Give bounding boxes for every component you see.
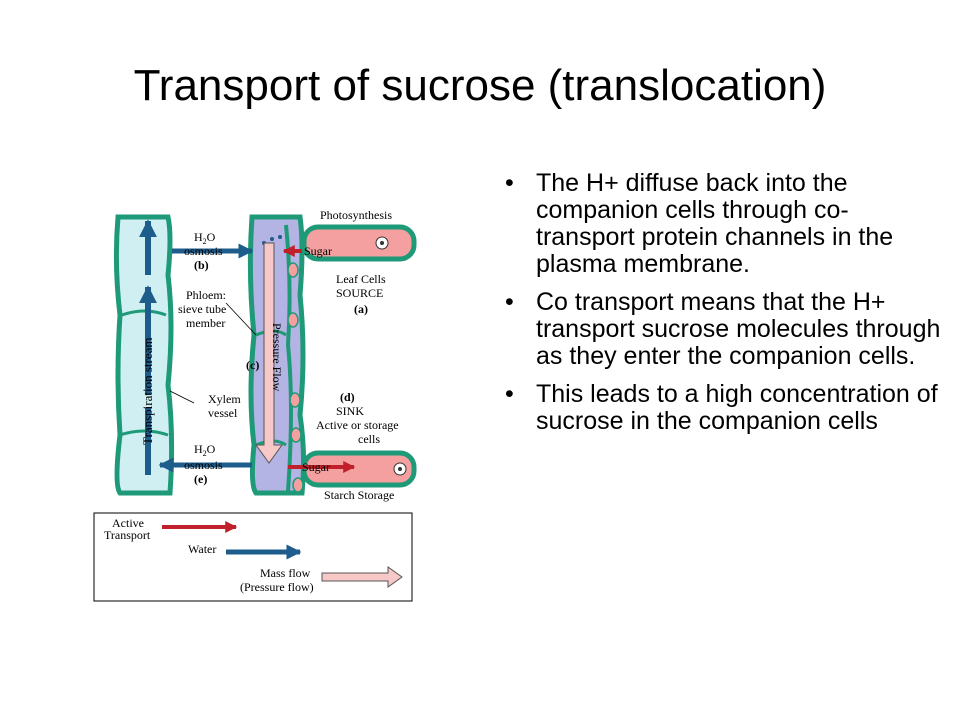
legend-box xyxy=(93,512,413,602)
vessel-label: vessel xyxy=(208,406,238,420)
legend-mass-label-1: Mass flow xyxy=(260,566,311,580)
e-label: (e) xyxy=(194,472,207,486)
bullet-item: •The H+ diffuse back into the companion … xyxy=(505,169,894,278)
member-label: member xyxy=(186,316,225,330)
bullet-icon: • xyxy=(505,169,514,197)
sieve-tube-label: sieve tube xyxy=(178,302,226,316)
leaf-cell-source xyxy=(301,224,417,262)
source-label: SOURCE xyxy=(336,286,383,300)
h2o-bottom-label: H2O xyxy=(194,442,216,458)
bullet-list: •The H+ diffuse back into the companion … xyxy=(505,170,945,446)
active-storage-label: Active or storage xyxy=(316,418,399,432)
sink-label: SINK xyxy=(336,404,364,418)
bullet-item: •This leads to a high concentration of s… xyxy=(505,380,938,435)
osmosis-top-label: osmosis xyxy=(184,244,223,258)
bullet-item: •Co transport means that the H+ transpor… xyxy=(505,288,941,370)
h2o-top-label: H2O xyxy=(194,230,216,246)
cells-label: cells xyxy=(358,432,380,446)
b-label: (b) xyxy=(194,258,209,272)
legend-active-label-1: Active xyxy=(112,516,144,530)
sugar-top-label: Sugar xyxy=(304,244,332,258)
sugar-bottom-label: Sugar xyxy=(302,460,330,474)
legend-active-label-2: Transport xyxy=(104,528,151,542)
bullet-icon: • xyxy=(505,288,514,316)
c-label: (c) xyxy=(246,358,259,372)
xylem-label: Xylem xyxy=(208,392,241,406)
phloem-label: Phloem: xyxy=(186,288,226,302)
translocation-diagram: Transpiration stream Pressure Flow Photo… xyxy=(90,195,420,605)
legend-water-label: Water xyxy=(188,542,216,556)
d-label: (d) xyxy=(340,390,355,404)
photosynthesis-label: Photosynthesis xyxy=(320,208,392,222)
bullet-icon: • xyxy=(505,380,514,408)
slide-title: Transport of sucrose (translocation) xyxy=(133,61,827,110)
xylem-vessel xyxy=(113,214,175,496)
osmosis-bottom-label: osmosis xyxy=(184,458,223,472)
a-label: (a) xyxy=(354,302,368,316)
legend-mass-label-2: (Pressure flow) xyxy=(240,580,314,594)
leaf-cells-label: Leaf Cells xyxy=(336,272,386,286)
pressure-flow-label: Pressure Flow xyxy=(270,323,284,392)
pressure-flow-arrow xyxy=(255,242,283,464)
transpiration-stream-label: Transpiration stream xyxy=(140,338,155,445)
starch-storage-label: Starch Storage xyxy=(324,488,394,502)
legend-mass-arrow xyxy=(321,566,403,588)
